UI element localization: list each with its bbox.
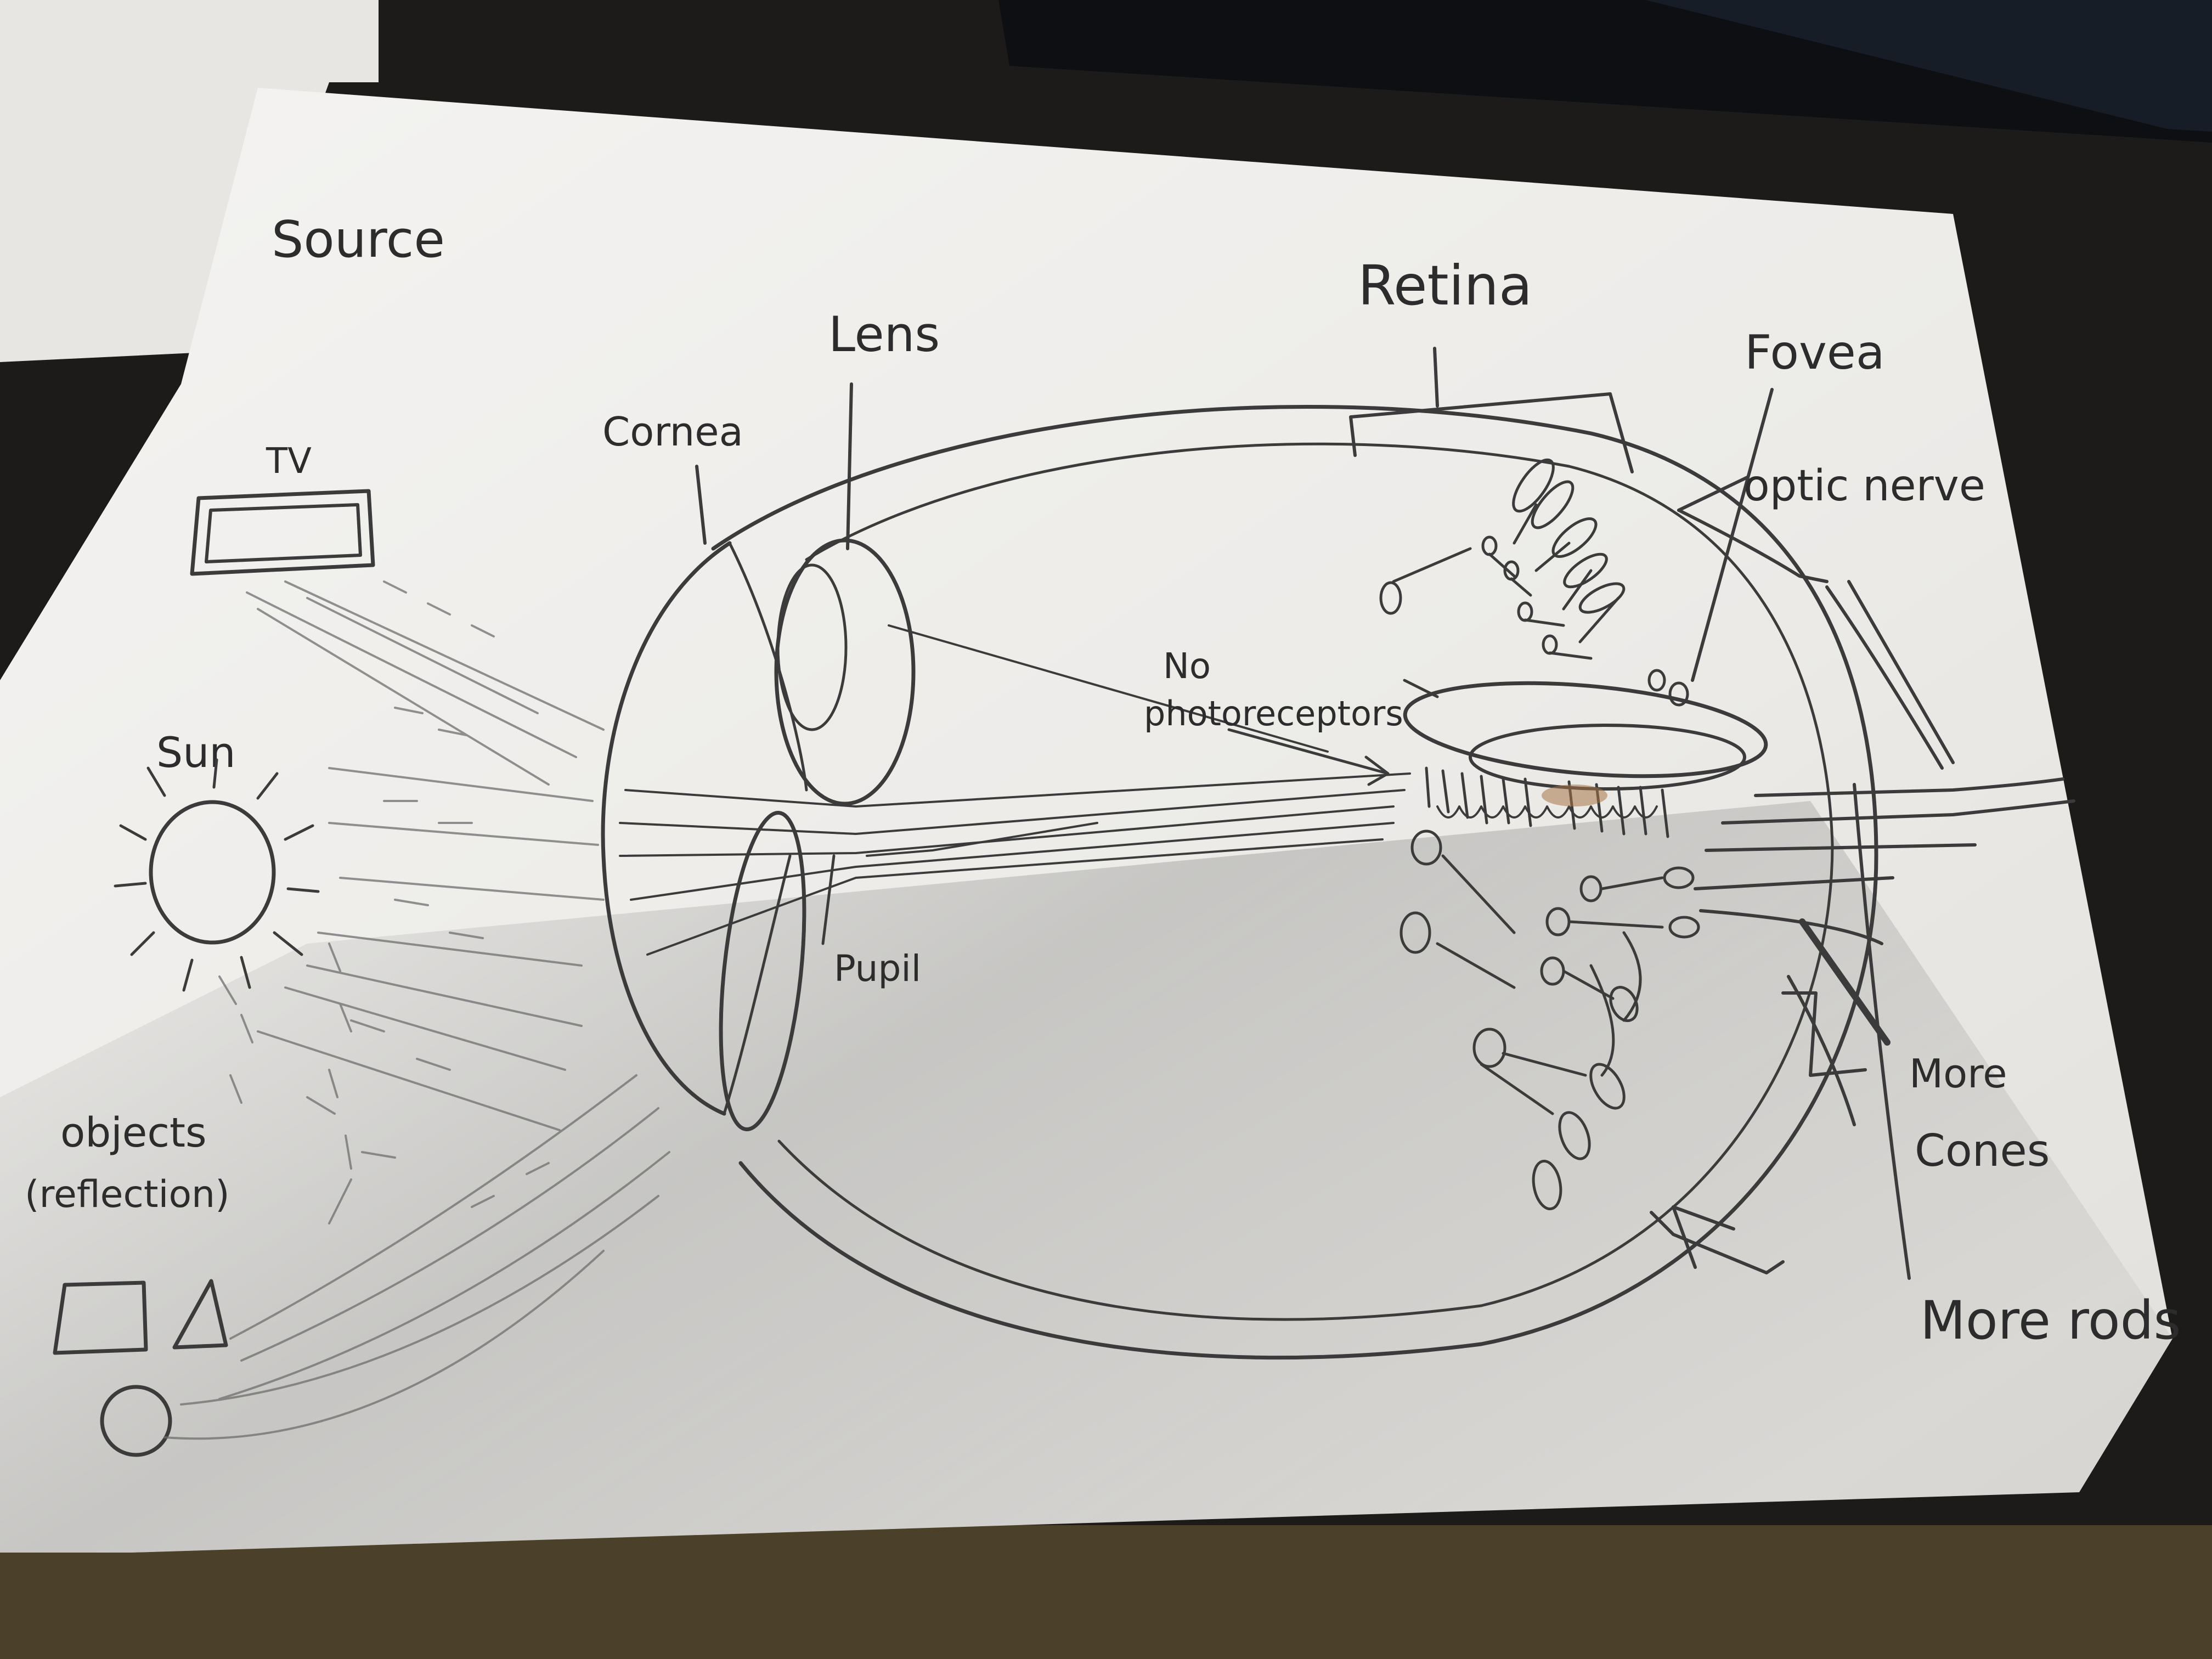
light-rays <box>163 580 670 1440</box>
fovea-label: Fovea <box>1745 325 1885 380</box>
cornea-leader <box>695 465 707 545</box>
objects-label: objects <box>60 1109 207 1156</box>
paper-shadow <box>0 801 2172 1553</box>
retina-label: Retina <box>1358 253 1532 318</box>
eyeball <box>601 405 1878 1360</box>
photoreceptors-lower <box>1400 830 1700 1211</box>
lens-label: Lens <box>828 306 940 363</box>
more-cones-label-line2: Cones <box>1915 1125 2050 1176</box>
no-photoreceptors-arrow <box>1227 728 1390 786</box>
cones-pointer <box>1799 918 1891 1046</box>
cornea <box>601 541 732 1116</box>
rods-bracket <box>1650 1211 1785 1274</box>
cornea-label: Cornea <box>602 409 743 455</box>
pupil-label: Pupil <box>834 947 921 990</box>
photoreceptors-label: photoreceptors <box>1144 693 1403 733</box>
fovea-region <box>1403 681 1768 838</box>
objects-reflection-label: (reflection) <box>25 1173 230 1216</box>
retina-bracket <box>1349 347 1634 473</box>
source-label: Source <box>272 210 445 269</box>
carpet <box>0 1525 2212 1659</box>
more-cones-label-line1: More <box>1909 1051 2007 1097</box>
fovea-leader <box>1691 388 1774 682</box>
optic-nerve-label: optic nerve <box>1743 461 1985 511</box>
rods-pointer <box>1853 783 1911 1280</box>
sun-drawing: Sun <box>114 728 320 992</box>
optic-nerve-leader <box>1677 476 1749 512</box>
cones-bracket <box>1781 991 1867 1077</box>
inner-light-paths <box>619 624 1411 956</box>
more-rods-label: More rods <box>1920 1290 2181 1351</box>
no-label: No <box>1163 646 1211 687</box>
lens-leader <box>846 382 853 550</box>
tv-label: TV <box>266 441 312 482</box>
pupil-pointer <box>821 854 836 945</box>
objects-drawing: objects (reflection) <box>25 1109 230 1457</box>
photoreceptors-upper <box>1379 458 1689 707</box>
keyboard-edge-glow <box>1646 0 2212 132</box>
lens <box>719 538 916 1132</box>
tv-drawing: TV <box>190 441 375 576</box>
sun-label: Sun <box>156 728 236 777</box>
